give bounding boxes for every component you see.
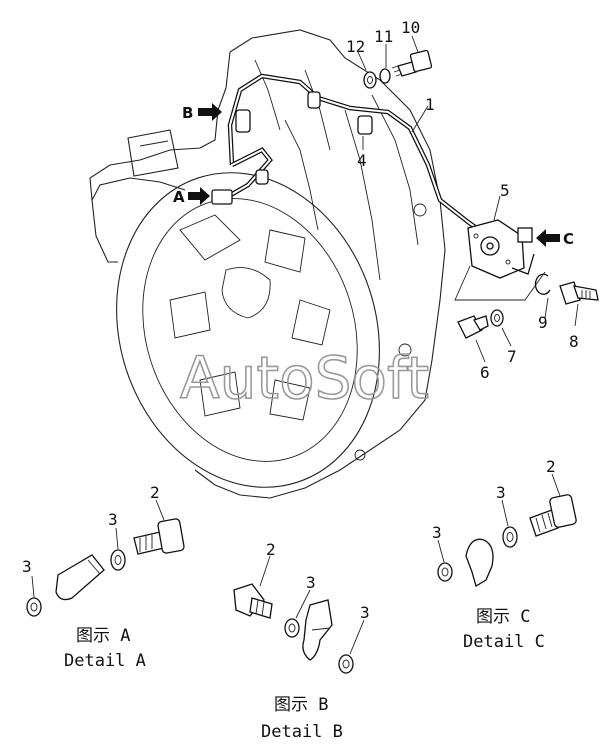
- callout-3-detail-a-1: 3: [22, 557, 32, 576]
- callout-6: 6: [480, 363, 490, 382]
- view-arrow-a: [188, 187, 210, 205]
- washer-12: [363, 71, 377, 89]
- detail-a-drawing: [26, 518, 185, 617]
- callout-4: 4: [357, 151, 367, 170]
- callout-11: 11: [374, 27, 393, 46]
- callout-numbers: 1 4 5 6 7 9 8 10 11 12 3 3 2 2 3 3 3 3 2: [22, 18, 579, 622]
- callout-2-detail-c: 2: [546, 457, 556, 476]
- oil-pipe: [211, 73, 484, 234]
- callout-3-detail-c-2: 3: [496, 483, 506, 502]
- detail-b-caption-zh: 图示 B: [274, 695, 328, 715]
- callout-2-detail-b: 2: [266, 540, 276, 559]
- detail-c-caption-zh: 图示 C: [476, 607, 530, 627]
- view-arrow-c: [536, 229, 560, 247]
- view-marker-a: A: [173, 188, 185, 206]
- callout-9: 9: [538, 313, 548, 332]
- callout-3-detail-c-1: 3: [432, 523, 442, 542]
- detail-c-caption-en: Detail C: [463, 632, 545, 652]
- bolt-10: [391, 49, 433, 77]
- leader-lines: [31, 35, 579, 655]
- callout-7: 7: [507, 347, 517, 366]
- view-marker-c: C: [563, 230, 574, 248]
- callout-3-detail-a-2: 3: [108, 510, 118, 529]
- view-arrow-b: [198, 103, 222, 121]
- detail-b-drawing: [233, 583, 354, 674]
- detail-a-caption-zh: 图示 A: [76, 626, 130, 646]
- callout-3-detail-b-1: 3: [306, 573, 316, 592]
- callout-2-detail-a: 2: [150, 483, 160, 502]
- washer-7: [490, 309, 504, 327]
- detail-c-drawing: [437, 494, 577, 587]
- engine-housing: [89, 29, 446, 499]
- bolt-8: [559, 281, 599, 305]
- washer-11: [379, 68, 391, 84]
- pump-assembly: [454, 219, 546, 301]
- bolt-6: [457, 315, 489, 339]
- callout-5: 5: [500, 181, 510, 200]
- callout-3-detail-b-2: 3: [360, 603, 370, 622]
- callout-8: 8: [569, 332, 579, 351]
- watermark: AutoSoft: [180, 344, 429, 412]
- view-marker-b: B: [182, 104, 193, 122]
- detail-a-caption-en: Detail A: [64, 651, 146, 671]
- callout-10: 10: [401, 18, 420, 37]
- ring-9: [534, 273, 551, 295]
- callout-1: 1: [425, 95, 435, 114]
- detail-captions: 图示 A Detail A 图示 B Detail B 图示 C Detail …: [64, 607, 545, 742]
- callout-12: 12: [346, 37, 365, 56]
- detail-b-caption-en: Detail B: [261, 722, 343, 742]
